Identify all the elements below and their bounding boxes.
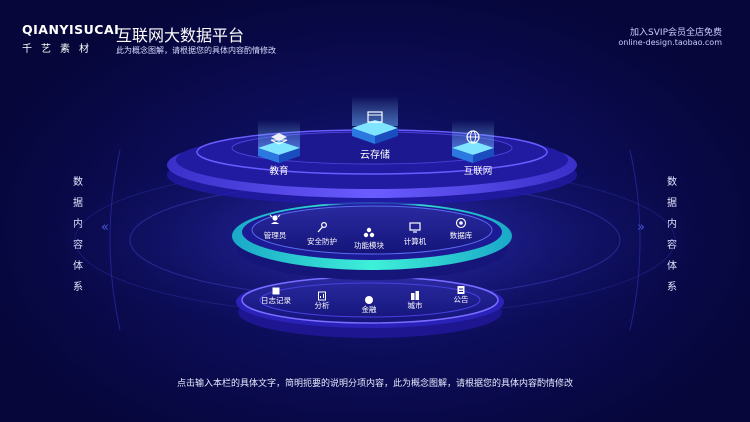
log-icon	[272, 287, 280, 295]
bottom-label-finance: 金融	[362, 304, 377, 314]
side-char: 系	[667, 282, 677, 293]
analysis-icon	[318, 291, 326, 301]
computer-icon	[409, 222, 421, 233]
middle-inner-face	[251, 205, 493, 255]
pedestal-right	[279, 148, 300, 163]
module-icon	[363, 227, 375, 238]
page-title: 互联网大数据平台	[116, 26, 245, 45]
promo-text: 加入SVIP会员全店免费	[630, 28, 722, 38]
side-char: 数	[667, 177, 677, 188]
bottom-label-log: 日志记录	[261, 295, 291, 305]
footer-caption: 点击输入本栏的具体文字，简明扼要的说明分项内容，此为概念图解，请根据您的具体内容…	[176, 379, 573, 389]
database-icon	[455, 217, 467, 229]
middle-label-admin: 管理员	[264, 230, 287, 240]
pedestal-left	[452, 148, 473, 163]
notice-icon	[457, 286, 465, 294]
side-arc-right	[629, 149, 641, 331]
pedestal-right	[473, 148, 494, 163]
shop-url: online-design.taobao.com	[618, 38, 722, 47]
pedestal-right	[375, 128, 398, 144]
bottom-label-city: 城市	[408, 300, 423, 310]
pedestal-left	[258, 148, 279, 163]
pedestal-internet	[452, 120, 494, 163]
side-char: 数	[73, 177, 83, 188]
side-arc-left	[109, 149, 121, 331]
finance-icon	[365, 296, 373, 304]
bottom-inner-ring	[259, 282, 481, 318]
middle-label-computer: 计算机	[404, 236, 427, 246]
top-label-education: 教育	[269, 165, 288, 177]
bottom-label-notice: 公告	[454, 294, 469, 304]
pedestal-education	[258, 120, 300, 163]
page-subtitle: 此为概念图解，请根据您的具体内容酌情修改	[116, 46, 276, 55]
pedestal-left	[352, 128, 375, 144]
side-char: 系	[73, 282, 83, 293]
folder-icon	[367, 111, 383, 123]
middle-label-security: 安全防护	[307, 236, 337, 246]
logo-text-en: QIANYISUCAI	[22, 22, 120, 37]
logo-text-cn: 千艺素材	[22, 44, 98, 55]
admin-icon	[269, 214, 281, 224]
logo: QIANYISUCAI 千艺素材	[22, 22, 119, 55]
middle-tier	[232, 202, 512, 280]
city-icon	[411, 291, 419, 300]
pedestal-cloud-storage	[352, 96, 398, 144]
layers-icon	[270, 133, 288, 145]
globe-icon	[466, 130, 480, 144]
top-label-cloud-storage: 云存储	[360, 148, 390, 161]
bottom-label-analysis: 分析	[315, 300, 330, 310]
security-key-icon	[317, 221, 328, 233]
middle-label-module: 功能模块	[354, 240, 384, 250]
top-label-internet: 互联网	[464, 166, 493, 177]
middle-label-database: 数据库	[450, 230, 473, 240]
